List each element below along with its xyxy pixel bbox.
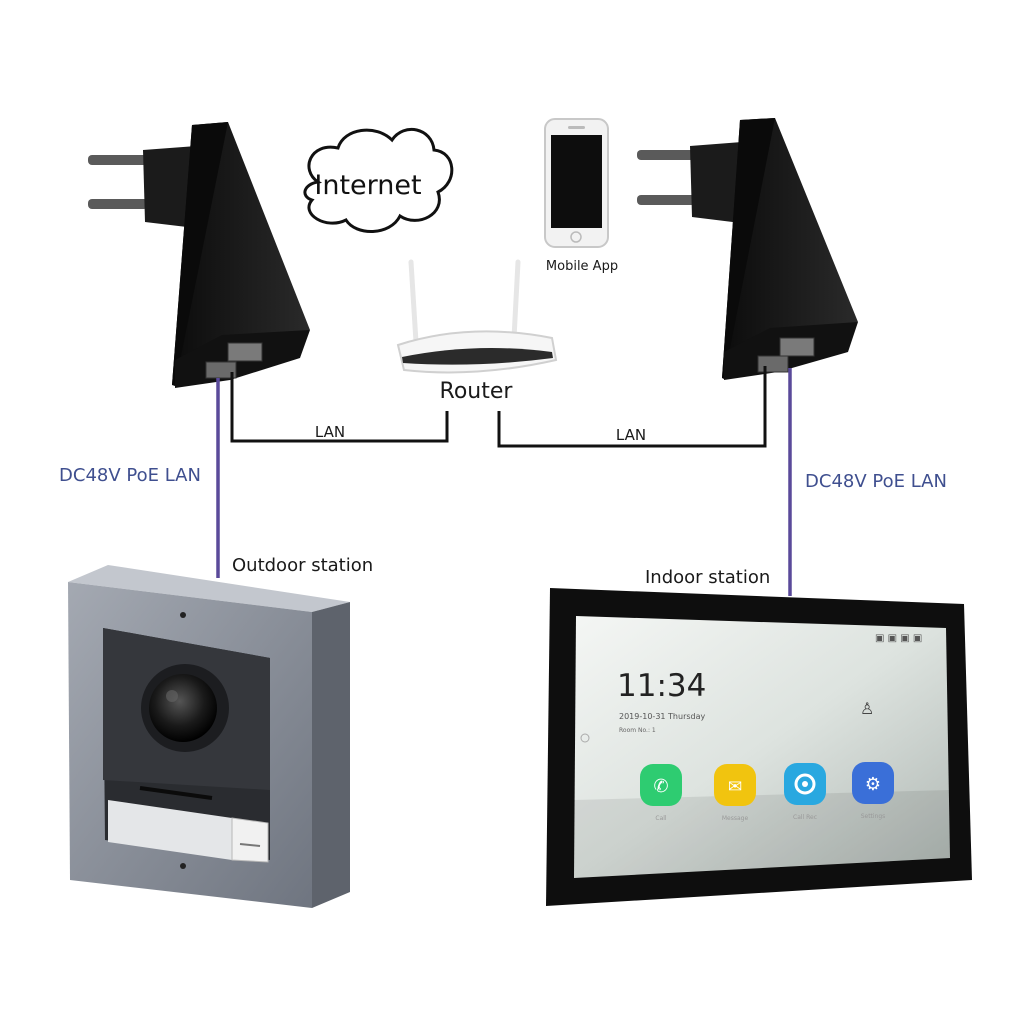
router: Router [396,259,558,404]
poe-label-right: DC48V PoE LAN [805,471,947,492]
plug-pin-top-right [637,150,697,160]
outdoor-call-button [231,817,269,863]
outdoor-station [68,565,350,908]
lan-label-left: LAN [315,423,345,441]
poe-cable-left: DC48V PoE LAN [59,378,220,578]
screen-time: 11:34 [617,668,706,704]
indoor-screen-shadow [574,790,950,878]
app-message-icon[interactable]: ✉ [714,764,756,806]
poe-adapter-right [637,118,858,380]
phone-screen [551,135,602,228]
rj45-port-right-2 [757,355,789,373]
internet-cloud: Internet [303,128,454,233]
poe-adapter-left [88,122,310,388]
screen-room: Room No.: 1 [619,727,656,734]
screen-status-icons: ▣ ▣ ▣ ▣ [875,633,922,644]
outdoor-station-label: Outdoor station [232,555,373,576]
outdoor-lens-glint [166,690,178,702]
mobile-app-label: Mobile App [546,259,618,274]
cloud-shape [303,128,454,233]
outdoor-nameplate [108,800,232,860]
adapter-side-right [722,118,775,379]
outdoor-indicator-bottom [180,863,186,869]
screen-date: 2019-10-31 Thursday [619,712,706,721]
app-settings-icon[interactable]: ⚙ [852,762,894,804]
lan-cable-right: LAN [497,366,767,448]
plug-pin-top-left [88,155,148,165]
lan-cable-left: LAN [230,372,449,443]
outdoor-frame-side [312,602,350,908]
rj45-port-left-1 [227,342,263,362]
poe-cable-right: DC48V PoE LAN [788,368,947,596]
phone-home-button [570,231,582,243]
app-call-icon[interactable]: ✆ [640,764,682,806]
app-record-label: Call Rec [793,814,817,821]
router-stripe [402,348,553,365]
outdoor-button-mark [239,843,261,847]
outdoor-camera-lens [149,674,217,742]
internet-label: Internet [314,170,421,201]
indoor-station: ▣ ▣ ▣ ▣ 11:34 2019-10-31 Thursday Room N… [546,588,972,906]
outdoor-indicator-top [180,612,186,618]
lan-label-right: LAN [616,426,646,444]
outdoor-frame-top [68,565,350,612]
app-record-icon[interactable] [784,763,826,805]
adapter-side-left [172,122,228,386]
router-antenna-right [511,259,521,341]
app-message-label: Message [722,815,749,822]
screen-scene-icon: ♙ [860,699,874,718]
app-settings-label: Settings [861,813,886,820]
mobile-phone: Mobile App [544,118,618,274]
plug-pin-bottom-left [88,199,148,209]
outdoor-speaker-slot [139,786,213,800]
plug-pin-bottom-right [637,195,697,205]
rj45-port-left-2 [205,361,237,379]
screen-bulb-icon [580,733,590,743]
router-antenna-left [408,259,419,345]
indoor-station-label: Indoor station [645,567,770,588]
poe-label-left: DC48V PoE LAN [59,465,201,486]
indoor-screen [574,616,950,878]
svg-text:⚙: ⚙ [865,774,881,795]
svg-text:✉: ✉ [728,777,742,797]
router-label: Router [440,379,514,404]
phone-speaker [568,126,585,129]
rj45-port-right-1 [779,337,815,357]
app-call-label: Call [655,815,667,822]
svg-text:✆: ✆ [653,776,668,797]
